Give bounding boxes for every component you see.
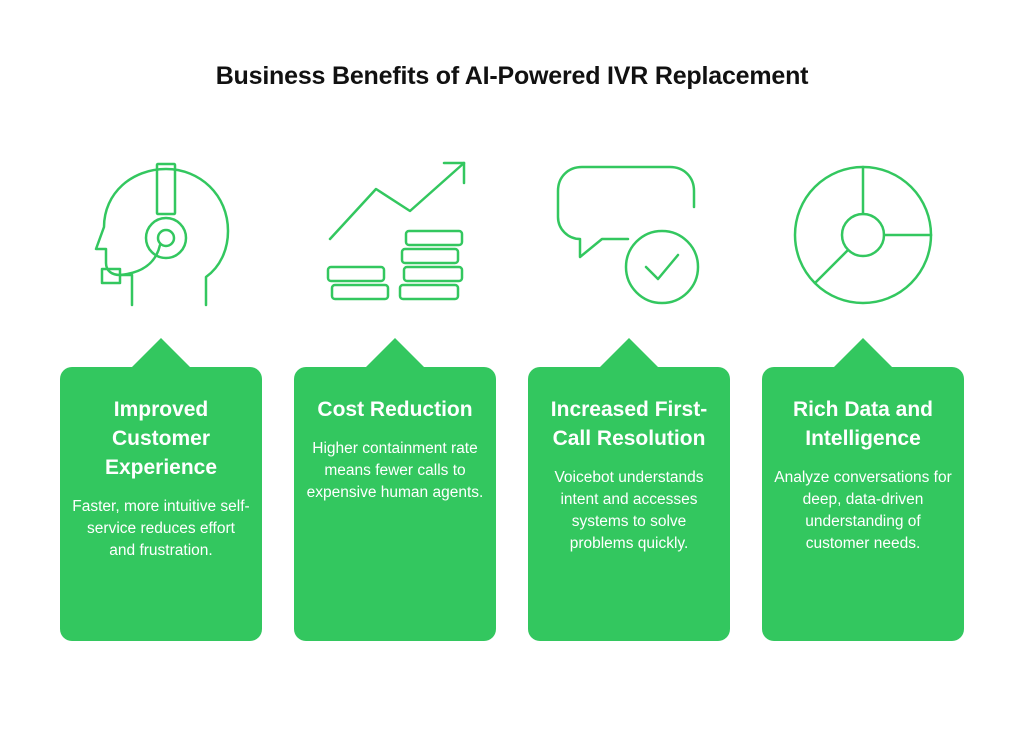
chat-check-icon (528, 155, 730, 310)
benefit-title: Cost Reduction (317, 398, 473, 421)
benefit-description: Voicebot understands intent and accesses… (554, 469, 704, 552)
card-pointer (131, 338, 191, 368)
benefit-card: Improved Customer Experience Faster, mor… (60, 367, 262, 641)
page-title: Business Benefits of AI-Powered IVR Repl… (215, 62, 809, 90)
benefit-description: Faster, more intuitive self-service redu… (72, 498, 250, 559)
card-pointer (365, 338, 425, 368)
benefit-description: Higher containment rate means fewer call… (306, 440, 484, 501)
card-pointer (833, 338, 893, 368)
benefit-title: Rich Data and Intelligence (792, 398, 934, 450)
benefit-title: Improved Customer Experience (104, 398, 218, 479)
benefit-title: Increased First-Call Resolution (550, 398, 708, 450)
benefit-card: Cost Reduction Higher containment rate m… (294, 367, 496, 641)
card-pointer (599, 338, 659, 368)
growth-coins-icon (294, 155, 496, 310)
headset-agent-icon (60, 155, 262, 310)
benefit-description: Analyze conversations for deep, data-dri… (774, 469, 952, 552)
pie-chart-icon (762, 155, 964, 310)
benefit-card: Rich Data and Intelligence Analyze conve… (762, 367, 964, 641)
benefit-card: Increased First-Call Resolution Voicebot… (528, 367, 730, 641)
